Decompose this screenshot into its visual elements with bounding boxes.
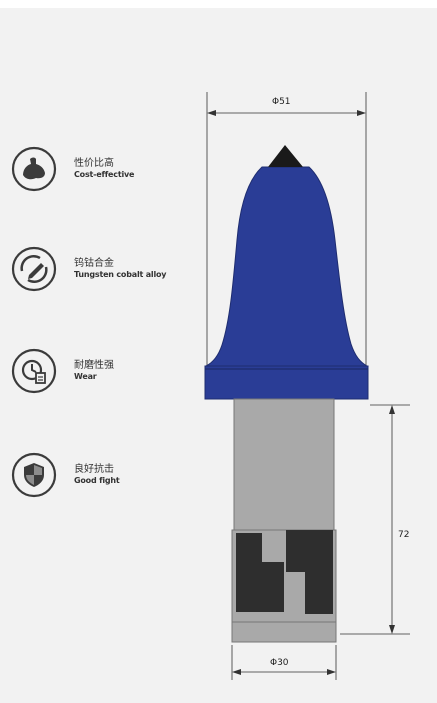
arrowhead bbox=[357, 110, 366, 116]
arrowhead bbox=[389, 405, 395, 414]
dimension-label-length: 72 bbox=[398, 530, 410, 540]
arrowhead bbox=[207, 110, 216, 116]
carbide-head bbox=[205, 166, 369, 367]
feature-title-en: Cost-effective bbox=[74, 170, 135, 179]
head-collar bbox=[204, 365, 369, 400]
muscle-arm-icon bbox=[11, 146, 57, 192]
feature-title-en: Wear bbox=[74, 372, 97, 381]
top-band bbox=[0, 0, 437, 8]
carbide-tip bbox=[268, 145, 303, 167]
dimension-label-top-diameter: Φ51 bbox=[272, 97, 291, 107]
feature-wear: 耐磨性强 Wear bbox=[10, 347, 190, 397]
retaining-clip-right bbox=[286, 530, 333, 614]
arrowhead bbox=[389, 625, 395, 634]
feature-tungsten-alloy: 钨钴合金 Tungsten cobalt alloy bbox=[10, 245, 190, 295]
arrowhead bbox=[232, 669, 241, 675]
shank-body bbox=[233, 398, 335, 531]
clock-document-icon bbox=[11, 348, 57, 394]
feature-title-cn: 性价比高 bbox=[74, 158, 114, 169]
shield-icon bbox=[11, 452, 57, 498]
shank-end bbox=[231, 621, 337, 643]
feature-good-fight: 良好抗击 Good fight bbox=[10, 451, 190, 501]
feature-title-cn: 钨钴合金 bbox=[74, 258, 114, 269]
dimension-label-shank-diameter: Φ30 bbox=[270, 658, 289, 668]
feature-title-cn: 耐磨性强 bbox=[74, 360, 114, 371]
pencil-recycle-icon bbox=[11, 246, 57, 292]
feature-cost-effective: 性价比高 Cost-effective bbox=[10, 145, 190, 195]
retaining-clip-left bbox=[236, 533, 284, 612]
feature-title-en: Good fight bbox=[74, 476, 120, 485]
feature-title-en: Tungsten cobalt alloy bbox=[74, 270, 167, 279]
arrowhead bbox=[327, 669, 336, 675]
feature-title-cn: 良好抗击 bbox=[74, 464, 114, 475]
